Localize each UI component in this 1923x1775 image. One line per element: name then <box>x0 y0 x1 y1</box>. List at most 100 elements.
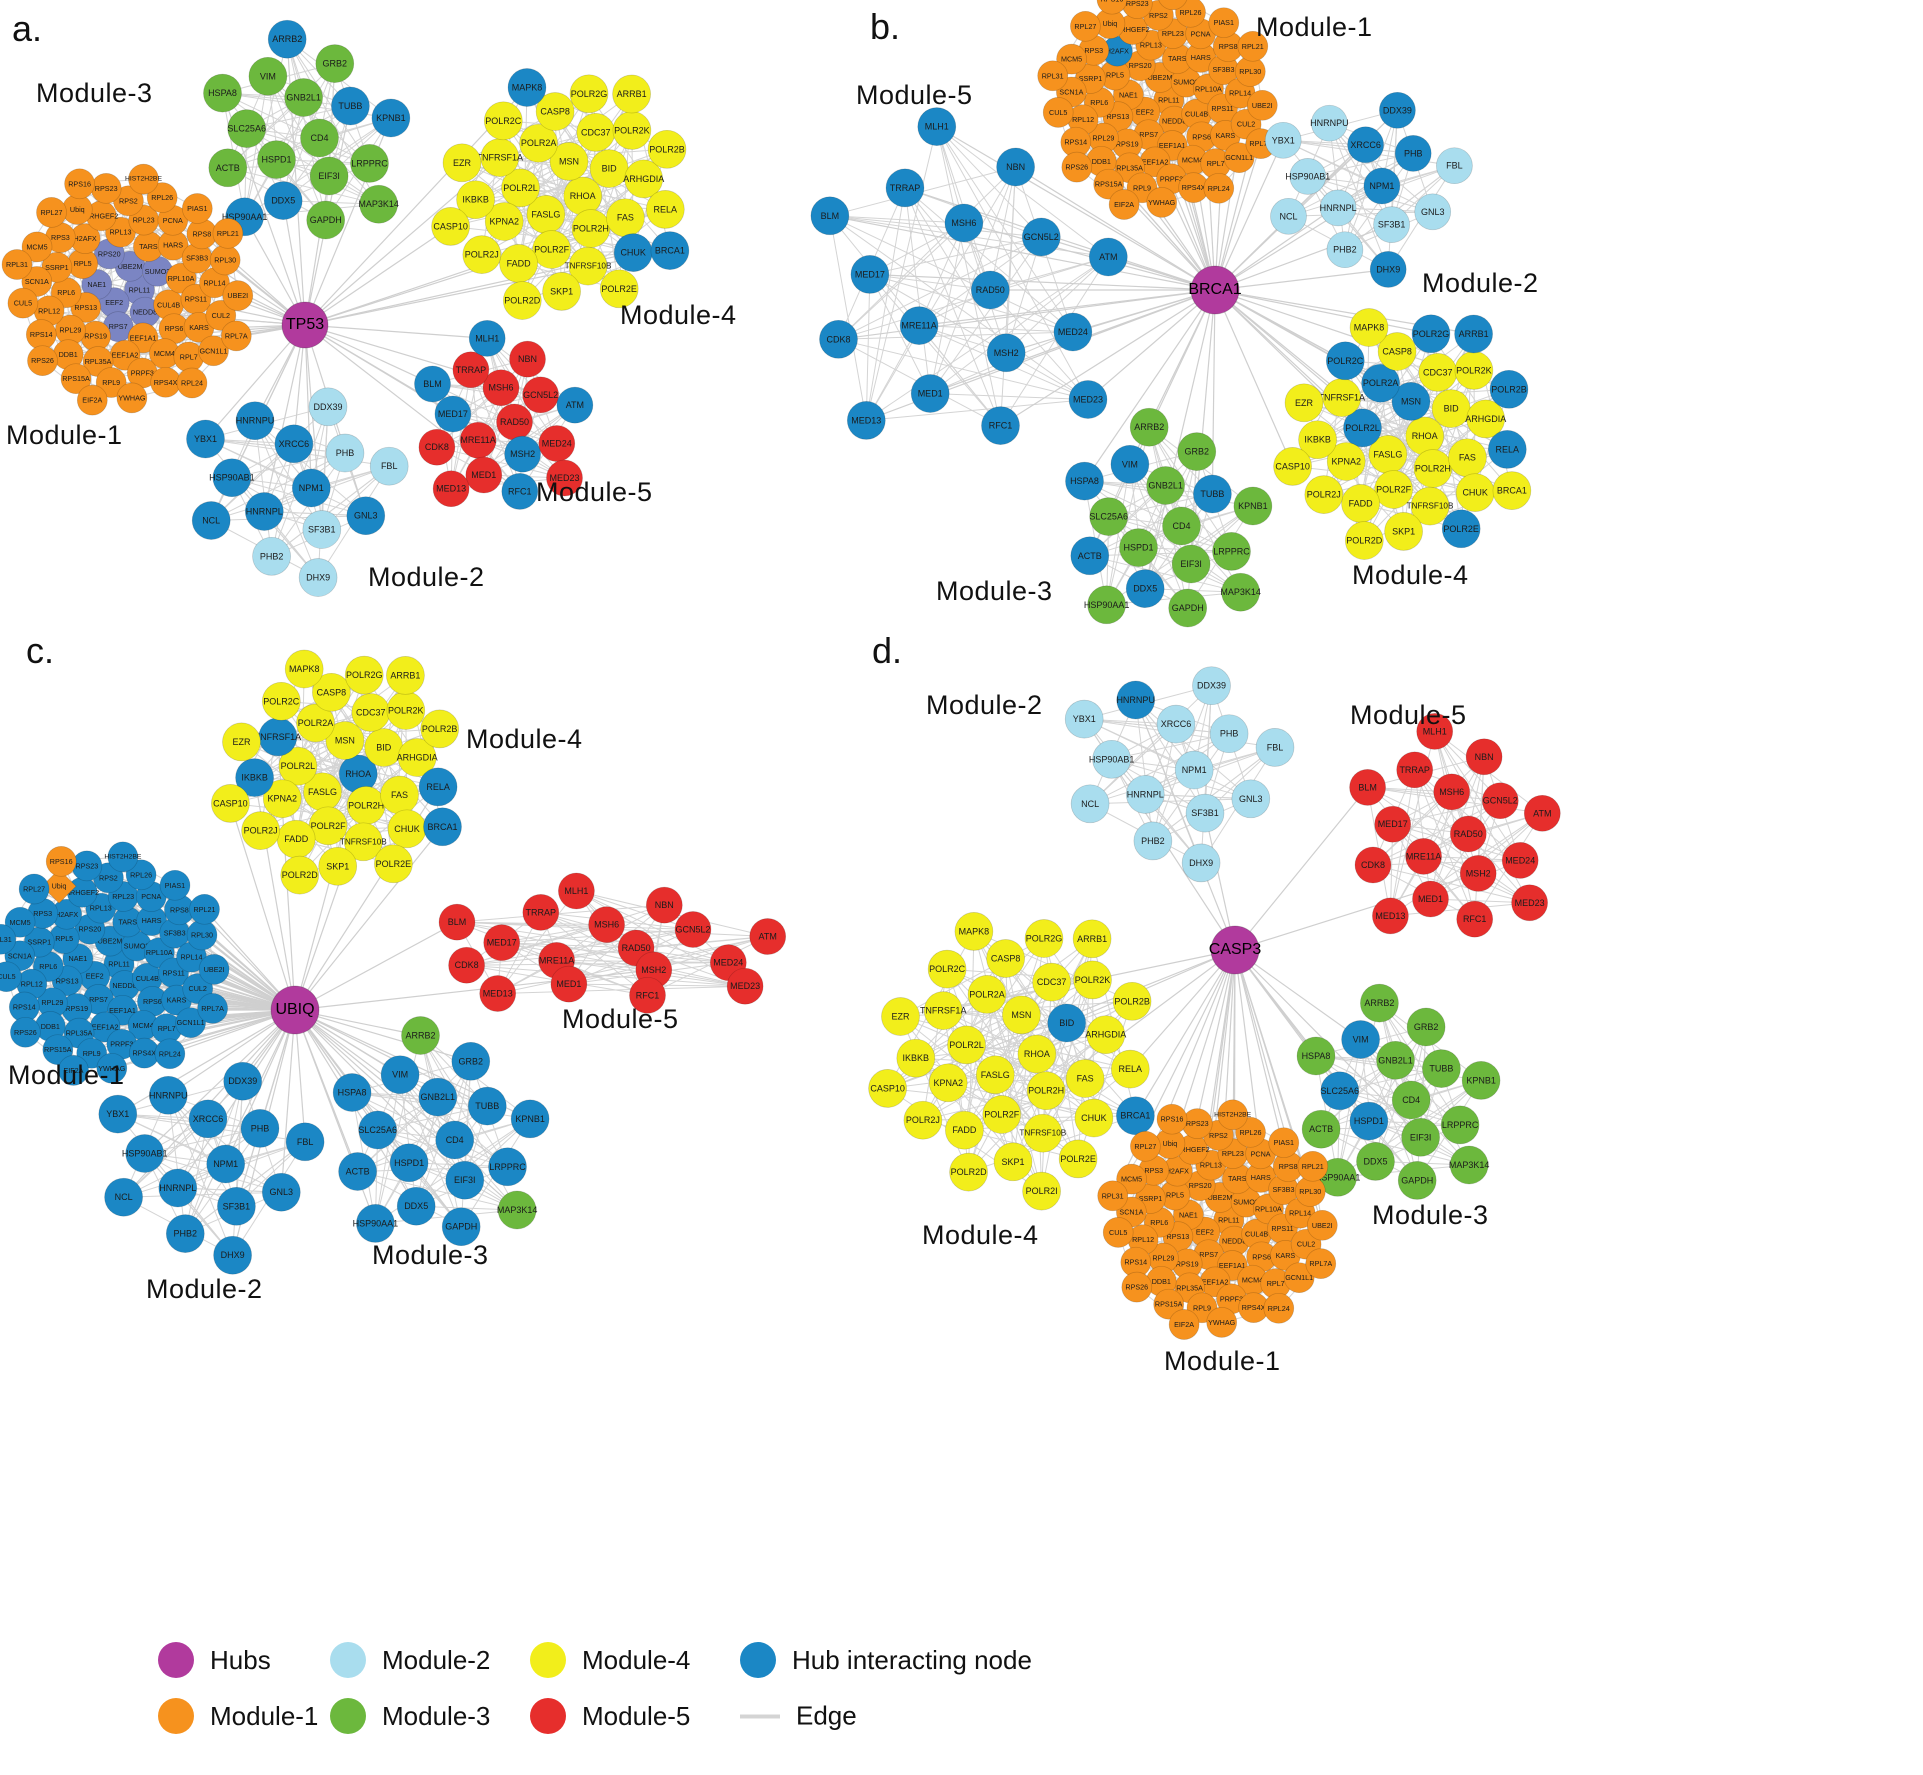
network-node[interactable] <box>318 846 358 886</box>
network-node[interactable] <box>284 78 323 117</box>
network-node[interactable] <box>21 266 53 297</box>
network-node[interactable] <box>1053 312 1093 352</box>
network-node[interactable] <box>1449 815 1487 853</box>
network-node[interactable] <box>308 387 348 427</box>
network-node[interactable] <box>198 954 230 985</box>
network-node[interactable] <box>1153 1288 1185 1320</box>
network-node[interactable] <box>484 202 524 241</box>
network-node[interactable] <box>1112 981 1152 1021</box>
network-node[interactable] <box>749 918 787 955</box>
network-node[interactable] <box>949 1152 988 1192</box>
network-node[interactable] <box>252 536 291 576</box>
network-node[interactable] <box>1203 172 1235 204</box>
network-node[interactable] <box>315 44 355 83</box>
network-node[interactable] <box>954 912 994 951</box>
network-node[interactable] <box>146 182 178 213</box>
hub-node[interactable] <box>270 985 320 1035</box>
network-node[interactable] <box>176 367 208 399</box>
network-node[interactable] <box>76 384 108 416</box>
network-node[interactable] <box>280 855 320 895</box>
network-node[interactable] <box>325 433 365 473</box>
network-node[interactable] <box>27 345 58 377</box>
network-node[interactable] <box>197 993 228 1024</box>
network-node[interactable] <box>923 991 963 1030</box>
network-node[interactable] <box>1093 168 1125 200</box>
network-node[interactable] <box>414 365 451 403</box>
network-node[interactable] <box>203 73 242 113</box>
network-node[interactable] <box>1440 1105 1480 1145</box>
network-node[interactable] <box>95 367 127 398</box>
network-node[interactable] <box>0 923 17 955</box>
network-node[interactable] <box>222 722 261 762</box>
network-node[interactable] <box>1061 151 1093 183</box>
network-node[interactable] <box>312 672 351 712</box>
network-node[interactable] <box>344 655 384 695</box>
network-node[interactable] <box>98 1094 138 1134</box>
network-node[interactable] <box>1461 1061 1501 1100</box>
network-node[interactable] <box>944 203 984 243</box>
network-node[interactable] <box>1264 121 1302 159</box>
network-node[interactable] <box>850 255 890 294</box>
network-node[interactable] <box>309 156 349 196</box>
network-node[interactable] <box>346 496 386 536</box>
network-node[interactable] <box>556 386 594 424</box>
network-node[interactable] <box>1088 237 1128 277</box>
network-node[interactable] <box>389 1143 429 1183</box>
network-node[interactable] <box>58 1055 89 1086</box>
network-node[interactable] <box>1384 512 1423 551</box>
network-node[interactable] <box>1185 793 1225 833</box>
network-node[interactable] <box>104 1177 143 1217</box>
network-node[interactable] <box>945 1110 984 1150</box>
network-node[interactable] <box>986 939 1025 978</box>
network-node[interactable] <box>386 656 425 695</box>
network-node[interactable] <box>1072 919 1112 959</box>
network-node[interactable] <box>1284 383 1324 423</box>
network-node[interactable] <box>274 424 314 464</box>
network-node[interactable] <box>549 142 589 181</box>
network-node[interactable] <box>1301 1109 1341 1149</box>
network-node[interactable] <box>501 473 539 510</box>
network-node[interactable] <box>148 1075 188 1115</box>
network-node[interactable] <box>1306 1209 1338 1241</box>
network-node[interactable] <box>1465 738 1503 776</box>
network-node[interactable] <box>1026 1071 1066 1111</box>
network-node[interactable] <box>431 207 470 246</box>
network-node[interactable] <box>263 181 303 220</box>
network-node[interactable] <box>371 98 411 138</box>
network-node[interactable] <box>1349 308 1389 347</box>
network-node[interactable] <box>41 868 77 904</box>
network-node[interactable] <box>1454 314 1493 354</box>
network-node[interactable] <box>1376 1040 1415 1080</box>
network-node[interactable] <box>418 428 456 466</box>
network-node[interactable] <box>538 425 576 462</box>
network-node[interactable] <box>212 218 244 249</box>
network-node[interactable] <box>235 758 274 797</box>
network-node[interactable] <box>1341 1020 1380 1059</box>
network-node[interactable] <box>970 270 1010 310</box>
network-node[interactable] <box>903 1100 943 1140</box>
network-node[interactable] <box>1032 962 1071 1002</box>
network-node[interactable] <box>1361 363 1400 403</box>
network-node[interactable] <box>1021 217 1061 257</box>
network-node[interactable] <box>1086 1015 1126 1055</box>
network-node[interactable] <box>223 1061 263 1101</box>
network-node[interactable] <box>1363 167 1401 205</box>
network-node[interactable] <box>1192 666 1231 706</box>
network-node[interactable] <box>1174 750 1214 790</box>
network-node[interactable] <box>1073 960 1112 1000</box>
network-node[interactable] <box>981 406 1020 445</box>
network-node[interactable] <box>1456 900 1494 938</box>
network-node[interactable] <box>1102 1217 1134 1248</box>
network-node[interactable] <box>1374 470 1413 509</box>
network-node[interactable] <box>1344 521 1384 560</box>
network-node[interactable] <box>1208 7 1240 39</box>
network-node[interactable] <box>1374 805 1412 843</box>
network-node[interactable] <box>896 1038 936 1078</box>
network-node[interactable] <box>1110 444 1150 484</box>
network-node[interactable] <box>509 340 546 378</box>
network-node[interactable] <box>1481 782 1519 820</box>
network-node[interactable] <box>291 468 331 508</box>
network-node[interactable] <box>206 1144 246 1184</box>
network-node[interactable] <box>546 459 583 497</box>
network-node[interactable] <box>418 1077 458 1117</box>
